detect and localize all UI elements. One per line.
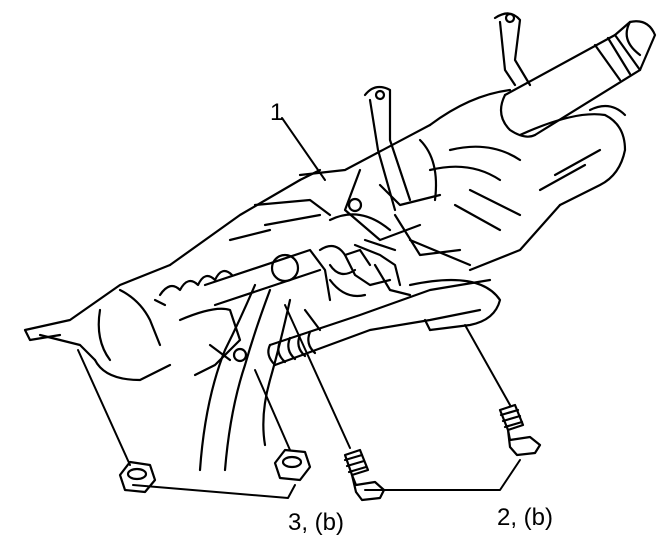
leader-bolt-left [284, 304, 351, 449]
column-tube [298, 88, 627, 272]
bracket-part-2 [364, 459, 521, 491]
wire-harness [198, 248, 332, 472]
bolt-left [343, 448, 386, 502]
lower-tube [267, 278, 502, 367]
nut-left [118, 460, 157, 494]
bracket-part-3 [132, 484, 296, 499]
callout-part-1: 1 [270, 99, 283, 126]
leader-nut-left [77, 349, 131, 466]
upper-bracket [363, 12, 532, 212]
connector-bundle [318, 238, 412, 298]
bolt-right [498, 403, 542, 457]
tilt-mechanism [328, 168, 472, 267]
callout-part-2: 2, (b) [497, 504, 553, 531]
leader-lines [77, 117, 521, 499]
upper-shaft [499, 20, 657, 138]
callout-part-3: 3, (b) [288, 509, 344, 536]
lower-housing [23, 168, 332, 382]
leader-nut-center [254, 369, 291, 451]
tilt-spring [153, 269, 234, 307]
leader-bolt-right [464, 324, 511, 406]
nut-center [273, 448, 312, 482]
leader-part-1 [281, 117, 326, 181]
